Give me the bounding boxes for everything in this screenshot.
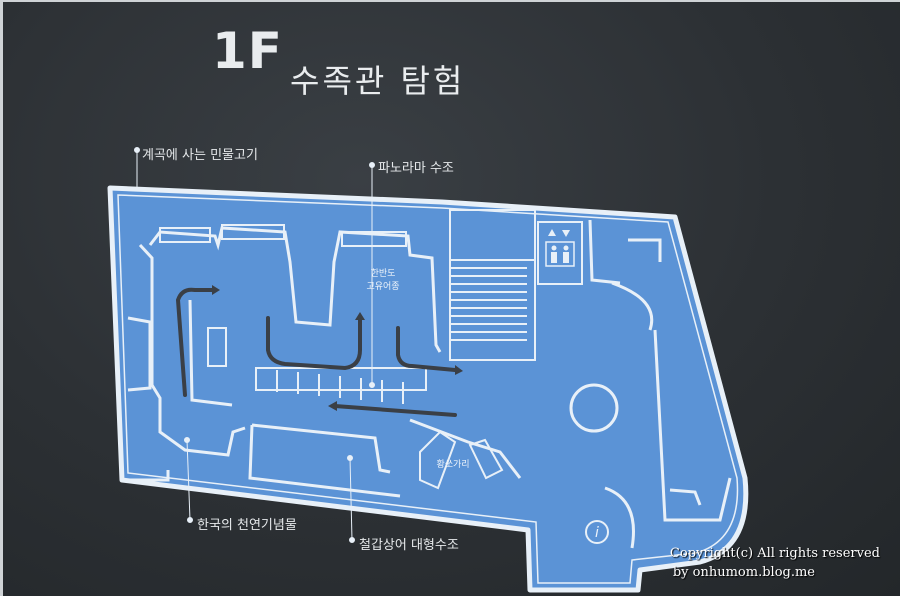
copyright-line2: by onhumom.blog.me xyxy=(672,565,815,580)
copyright-line1: Copyright(c) All rights reserved xyxy=(669,546,880,561)
label-sturgeon-tank: 철갑상어 대형수조 xyxy=(359,538,459,553)
right-side-rooms xyxy=(588,219,732,549)
staircase xyxy=(449,209,536,361)
display-cases xyxy=(159,224,504,490)
label-valley-fish: 계곡에 사는 민물고기 xyxy=(142,148,258,163)
frame-edge-left xyxy=(0,0,3,596)
elevator-icon xyxy=(537,221,583,285)
inner-wall-line xyxy=(117,194,739,584)
peninsula-species-line2: 고유어종 xyxy=(366,281,399,292)
up-down-arrows-icon xyxy=(548,229,570,237)
left-hall-walls xyxy=(120,226,522,498)
round-tank xyxy=(569,383,619,433)
label-panorama-tank: 파노라마 수조 xyxy=(378,161,454,176)
info-icon: i xyxy=(585,520,609,544)
catfish-label: 황쏘가리 xyxy=(436,459,469,470)
label-natural-monuments: 한국의 천연기념물 xyxy=(197,518,297,533)
floor-title: 수족관 탐험 xyxy=(290,62,466,100)
frame-edge-top xyxy=(0,0,900,2)
leader-lines xyxy=(134,147,375,543)
peninsula-species-line1: 한반도 xyxy=(371,268,396,279)
route-arrows xyxy=(175,285,463,417)
svg-text:i: i xyxy=(595,525,599,541)
floor-number: 1F xyxy=(212,22,283,80)
